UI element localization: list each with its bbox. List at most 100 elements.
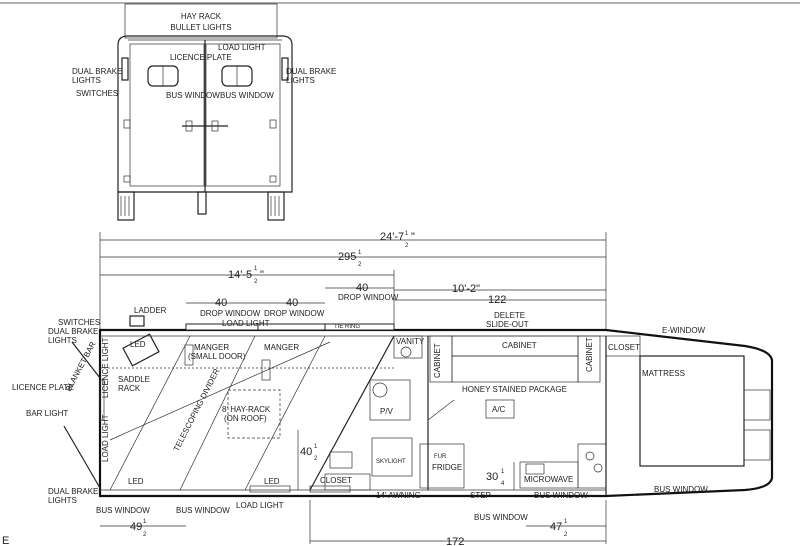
- hay-rack-label-1: 8' HAY-RACK: [222, 405, 271, 414]
- stall-divider-1: [109, 335, 191, 491]
- fridge-box: [419, 443, 465, 489]
- blanket-bar-line: [71, 341, 101, 379]
- saddle-rack-label-2: RACK: [118, 384, 141, 393]
- overall-dimensions: 24'-7 1 2 " 295 1 2 14'-5 1 2 " 10'-2" 1…: [99, 231, 607, 330]
- drop-window-2-label: DROP WINDOW: [264, 309, 325, 318]
- svg-text:2: 2: [564, 532, 568, 538]
- trailer-outline: [98, 328, 774, 498]
- hay-rack-outline-plan: [227, 389, 281, 439]
- bullet-lights-label: BULLET LIGHTS: [170, 23, 231, 32]
- bus-window-label-3: BUS WINDOW: [96, 506, 150, 515]
- cabinet-main-label: CABINET: [502, 341, 537, 350]
- sink-icon: [400, 346, 412, 358]
- svg-text:2: 2: [254, 279, 258, 285]
- sofa-slideout: [451, 355, 579, 383]
- closet-box: [324, 473, 371, 491]
- dim-bottom-right: 47: [550, 521, 562, 533]
- step-label: STEP: [470, 491, 491, 500]
- hay-rack-label-2: (ON ROOF): [224, 414, 267, 423]
- drop-window-3-label: DROP WINDOW: [338, 293, 399, 302]
- rear-load-light-label: LOAD LIGHT: [218, 43, 266, 52]
- microwave-label: MICROWAVE: [524, 475, 573, 484]
- led-bottom-2-label: LED: [264, 477, 280, 486]
- closet-small-label: CLOSET: [320, 476, 352, 485]
- stall-divider-wall: [309, 335, 395, 491]
- dual-brake-bottom-label-2: LIGHTS: [48, 496, 77, 505]
- telescoping-divider-label: TELESCOPING DIVIDER: [172, 367, 222, 453]
- stall-divider-2: [179, 335, 256, 491]
- bus-window-label-2: BUS WINDOW: [474, 513, 528, 522]
- cabinet-2-box: [577, 335, 601, 383]
- dim-overall-inches: 295: [338, 251, 356, 263]
- rear-bus-window-label-right: BUS WINDOW: [220, 91, 274, 100]
- hay-rack-label: HAY RACK: [181, 12, 222, 21]
- vanity-label: VANITY: [396, 337, 425, 346]
- svg-text:2: 2: [405, 243, 409, 249]
- dim-center-a: 40: [300, 446, 312, 458]
- licence-light-label: LICENCE LIGHT: [101, 337, 110, 398]
- ac-box: [485, 399, 515, 419]
- svg-text:1: 1: [405, 231, 409, 237]
- bar-light-label: BAR LIGHT: [26, 409, 68, 418]
- toilet-icon: [372, 382, 388, 398]
- svg-text:": ": [411, 231, 415, 243]
- dim-living-length: 10'-2": [452, 283, 480, 295]
- rear-jack-stand: [197, 191, 207, 215]
- brake-light-left: [121, 57, 129, 81]
- dual-brake-lights-label-2: LIGHTS: [48, 336, 77, 345]
- svg-text:1: 1: [564, 519, 568, 525]
- delete-label-2: SLIDE-OUT: [486, 320, 529, 329]
- switches-label: SWITCHES: [58, 318, 100, 327]
- mattress-label: MATTRESS: [642, 369, 685, 378]
- svg-text:1: 1: [254, 266, 258, 272]
- floor-plan: [63, 315, 774, 498]
- rear-dual-brake-left-2: LIGHTS: [72, 76, 101, 85]
- cabinet-1-label: CABINET: [433, 343, 442, 378]
- dim-drop-window-2: 40: [286, 297, 298, 309]
- dual-brake-bottom-label-1: DUAL BRAKE: [48, 487, 98, 496]
- closet-front-label: CLOSET: [608, 343, 640, 352]
- licence-plate-label: LICENCE PLATE: [12, 383, 74, 392]
- ladder-label: LADDER: [134, 306, 167, 315]
- rear-dual-brake-left-1: DUAL BRAKE: [72, 67, 122, 76]
- dim-bottom-total: 172: [446, 536, 464, 546]
- load-light-left-label: LOAD LIGHT: [101, 414, 110, 462]
- manger-label: MANGER: [264, 343, 299, 352]
- svg-text:4: 4: [501, 481, 505, 487]
- ac-label: A/C: [492, 405, 506, 414]
- rear-bus-window-label-left: BUS WINDOW: [166, 91, 220, 100]
- skylight-label: SKYLIGHT: [376, 459, 406, 465]
- e-window-label: E-WINDOW: [662, 326, 706, 335]
- vanity-box: [393, 335, 423, 359]
- manger-small-label-2: (SMALL DOOR): [188, 352, 246, 361]
- svg-text:1: 1: [358, 250, 362, 256]
- rear-wheel-right: [267, 191, 285, 221]
- rear-dual-brake-right-1: DUAL BRAKE: [286, 67, 336, 76]
- saddle-rack-label-1: SADDLE: [118, 375, 150, 384]
- dim-overall-length: 24'-7: [380, 231, 404, 243]
- led-top-label: LED: [130, 340, 146, 349]
- awning-label: 14' AWNING: [376, 491, 421, 500]
- rear-wheel-left: [117, 191, 135, 221]
- svg-text:2: 2: [358, 262, 362, 268]
- dim-living-inches: 122: [488, 294, 506, 306]
- bottom-dimensions: [100, 430, 607, 544]
- svg-text:1: 1: [314, 444, 318, 450]
- small-dimensions: 40 1 2 30 1 4 49 1 2 47 1 2 172: [130, 444, 568, 546]
- cabinet-2-label: CABINET: [585, 337, 594, 372]
- brake-light-right: [281, 57, 289, 81]
- skylight-box: [371, 437, 413, 477]
- load-light-bottom-label: LOAD LIGHT: [236, 501, 284, 510]
- bus-window-label-4: BUS WINDOW: [176, 506, 230, 515]
- drop-window-1-label: DROP WINDOW: [200, 309, 261, 318]
- hay-rack-outline: [124, 3, 278, 39]
- led-bottom-1-label: LED: [128, 477, 144, 486]
- dim-center-b: 30: [486, 471, 498, 483]
- svg-text:2: 2: [314, 456, 318, 462]
- corner-mark: E: [2, 535, 9, 546]
- rear-licence-plate-label: LICENCE PLATE: [170, 53, 232, 62]
- bus-window-label-5: BUS WINDOW: [654, 485, 708, 494]
- bus-window-label-1: BUS WINDOW: [534, 491, 588, 500]
- dim-bottom-left: 49: [130, 521, 142, 533]
